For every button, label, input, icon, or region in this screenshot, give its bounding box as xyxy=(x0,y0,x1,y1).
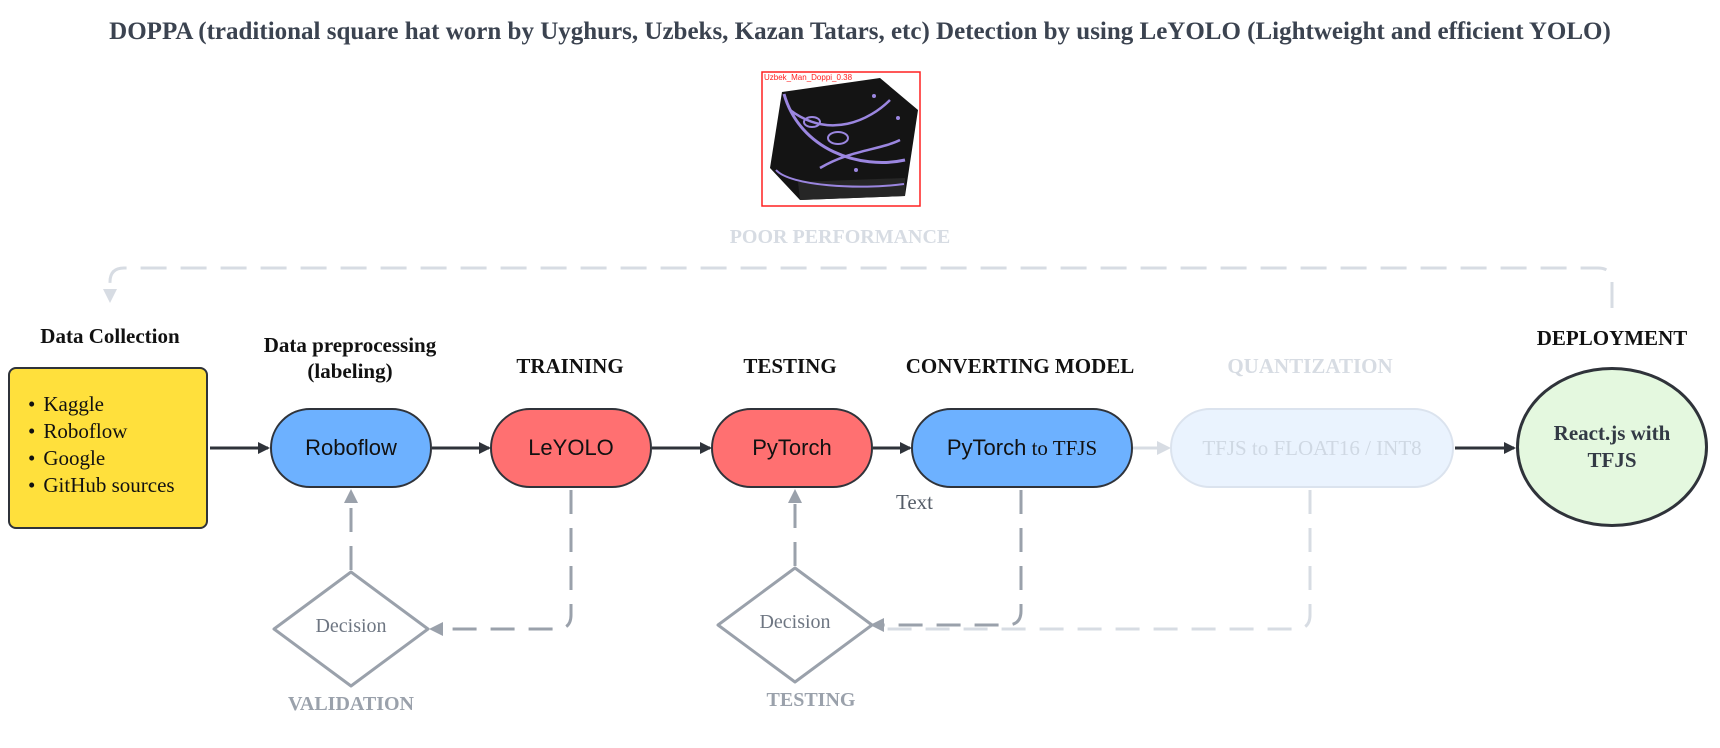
header-converting-model: CONVERTING MODEL xyxy=(905,354,1135,378)
poor-performance-label: POOR PERFORMANCE xyxy=(729,226,951,248)
source-item: Google xyxy=(28,445,206,472)
source-item: Kaggle xyxy=(28,391,206,418)
floating-text-label: Text xyxy=(896,490,934,514)
data-sources-box: Kaggle Roboflow Google GitHub sources xyxy=(8,367,208,529)
testing-decision-diamond xyxy=(716,566,874,684)
page-title: DOPPA (traditional square hat worn by Uy… xyxy=(109,18,1611,45)
header-preprocessing-line1: Data preprocessing xyxy=(263,333,437,357)
convert-node-text-b: to TFJS xyxy=(1026,435,1098,460)
header-preprocessing-line2: (labeling) xyxy=(307,359,393,383)
quantize-node: TFJS to FLOAT16 / INT8 xyxy=(1170,408,1454,488)
feedback-loop-arrow xyxy=(103,266,1614,308)
deploy-line2: TFJS xyxy=(1587,448,1637,472)
header-quantization: QUANTIZATION xyxy=(1227,354,1393,378)
header-training: TRAINING xyxy=(516,354,624,378)
arrow-training-to-validation xyxy=(429,490,573,636)
deploy-line1: React.js with xyxy=(1553,421,1671,445)
convert-node-text-a: PyTorch xyxy=(946,435,1027,460)
testing-decision-label: Decision xyxy=(759,611,831,633)
header-data-collection: Data Collection xyxy=(40,324,180,348)
source-item: Roboflow xyxy=(28,418,206,445)
pytorch-node: PyTorch xyxy=(711,408,873,488)
doppa-hat-photo: Uzbek_Man_Doppi_0.38 xyxy=(761,71,921,207)
roboflow-node: Roboflow xyxy=(270,408,432,488)
arrow-quantize-to-testing xyxy=(880,490,1312,631)
header-deployment: DEPLOYMENT xyxy=(1536,326,1688,350)
pytorch-to-tfjs-node: PyTorch to TFJS xyxy=(911,408,1133,488)
validation-decision-diamond xyxy=(272,570,430,688)
source-item: GitHub sources xyxy=(28,472,206,499)
header-testing: TESTING xyxy=(743,354,837,378)
arrow-convert-to-testing xyxy=(870,490,1023,632)
detection-label: Uzbek_Man_Doppi_0.38 xyxy=(764,73,853,82)
deployment-node: React.js with TFJS xyxy=(1516,367,1708,527)
leyolo-node: LeYOLO xyxy=(490,408,652,488)
testing-decision-caption: TESTING xyxy=(766,689,856,711)
validation-decision-label: Decision xyxy=(315,615,387,637)
validation-label: VALIDATION xyxy=(288,693,414,715)
